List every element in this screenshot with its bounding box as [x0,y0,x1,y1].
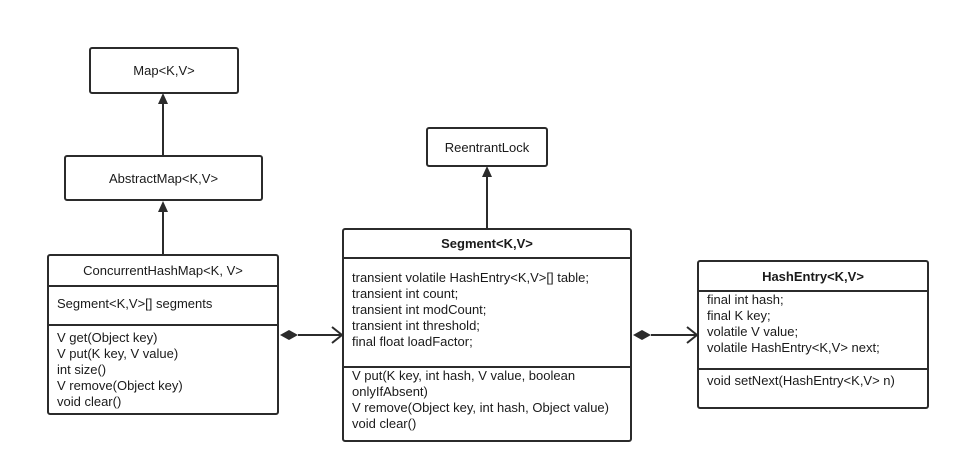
attribute-line: final int hash; [707,292,784,307]
reentrantlock-class-label: ReentrantLock [444,139,530,155]
attribute-line: transient int threshold; [352,318,480,333]
arrowhead-segment-to-lock [482,166,492,177]
method-line: void setNext(HashEntry<K,V> n) [707,373,895,388]
abstractmap-class-label: AbstractMap<K,V> [108,170,219,186]
map-class-label: Map<K,V> [133,63,195,78]
method-line: V remove(Object key, int hash, Object va… [352,400,609,415]
concurrenthashmap-methods: V get(Object key) V put(K key, V value) … [49,326,277,410]
method-line: void clear() [57,394,122,409]
method-line: int size() [57,362,107,377]
abstractmap-class-box: AbstractMap<K,V> [64,155,263,201]
method-line: V remove(Object key) [57,378,183,393]
attribute-line: transient volatile HashEntry<K,V>[] tabl… [352,270,590,285]
method-line: void clear() [352,416,417,431]
method-line: V put(K key, int hash, V value, boolean … [352,368,576,399]
arrowhead-abstractmap-to-map [158,93,168,104]
reentrantlock-class-box: ReentrantLock [426,127,548,167]
attribute-line: transient int count; [352,286,459,301]
map-class-box: Map<K,V> [89,47,239,94]
attribute-line: transient int modCount; [352,302,487,317]
composition-diamond-chm [280,330,298,340]
concurrenthashmap-attributes: Segment<K,V>[] segments [49,287,277,326]
composition-diamond-segment [633,330,651,340]
hashentry-attributes: final int hash; final K key; volatile V … [699,292,927,370]
attribute-line: volatile V value; [707,324,799,339]
attribute-line: Segment<K,V>[] segments [57,296,213,311]
hashentry-class-name: HashEntry<K,V> [699,262,927,292]
segment-attributes: transient volatile HashEntry<K,V>[] tabl… [344,259,630,368]
concurrenthashmap-class-name: ConcurrentHashMap<K, V> [49,256,277,287]
method-line: V get(Object key) [57,330,158,345]
segment-class-name: Segment<K,V> [344,230,630,259]
hashentry-methods: void setNext(HashEntry<K,V> n) [699,370,927,389]
concurrenthashmap-class-box: ConcurrentHashMap<K, V> Segment<K,V>[] s… [47,254,279,415]
attribute-line: final float loadFactor; [352,334,473,349]
arrowhead-chm-to-abstractmap [158,201,168,212]
attribute-line: volatile HashEntry<K,V> next; [707,340,880,355]
method-line: V put(K key, V value) [57,346,179,361]
segment-class-box: Segment<K,V> transient volatile HashEntr… [342,228,632,442]
hashentry-class-box: HashEntry<K,V> final int hash; final K k… [697,260,929,409]
attribute-line: final K key; [707,308,771,323]
segment-methods: V put(K key, int hash, V value, boolean … [344,368,630,432]
